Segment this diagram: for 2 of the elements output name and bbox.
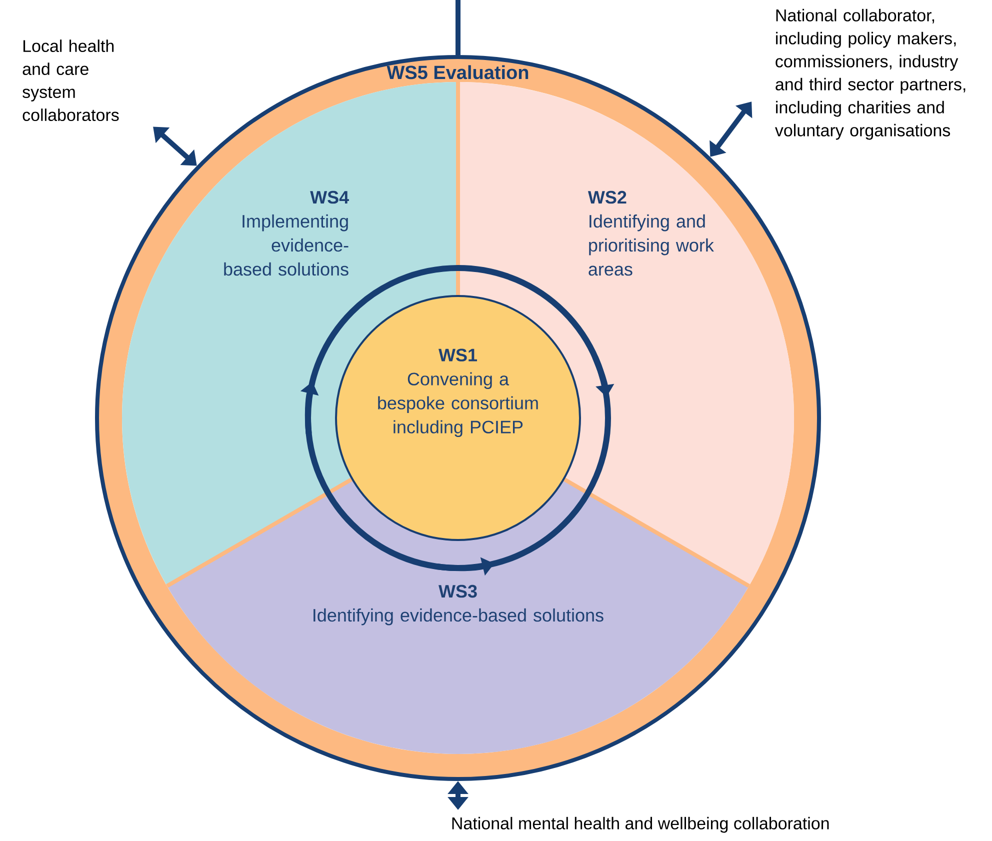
arrow: [153, 126, 197, 166]
note-text: National mental health and wellbeing collaboration: [452, 816, 829, 833]
